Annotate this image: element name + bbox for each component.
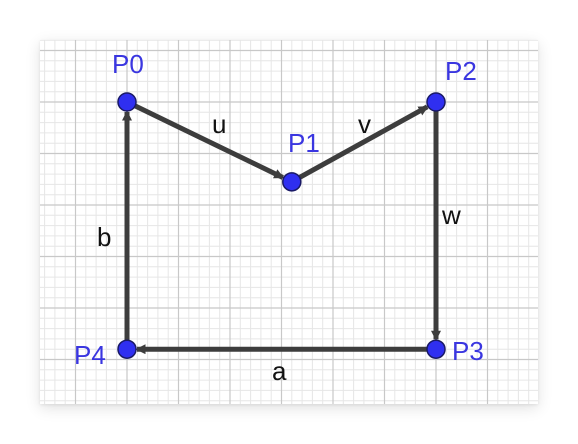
grid — [40, 40, 538, 404]
point-p4[interactable] — [117, 339, 137, 359]
point-label-p1: P1 — [288, 128, 320, 158]
vector-u[interactable] — [128, 101, 285, 180]
vector-v[interactable] — [293, 104, 429, 183]
vector-label-b: b — [97, 222, 111, 252]
vector-label-v: v — [358, 109, 371, 139]
point-label-p4: P4 — [74, 340, 106, 370]
point-p0[interactable] — [117, 92, 137, 112]
point-p1[interactable] — [282, 172, 302, 192]
point-label-p2: P2 — [445, 56, 477, 86]
point-label-p3: P3 — [452, 336, 484, 366]
point-label-p0: P0 — [112, 49, 144, 79]
points-layer — [117, 92, 446, 359]
vectors-layer — [122, 101, 441, 355]
point-p2[interactable] — [426, 92, 446, 112]
vector-label-u: u — [212, 109, 226, 139]
vector-label-a: a — [272, 356, 287, 386]
vector-label-w: w — [441, 200, 461, 230]
point-p3[interactable] — [426, 339, 446, 359]
